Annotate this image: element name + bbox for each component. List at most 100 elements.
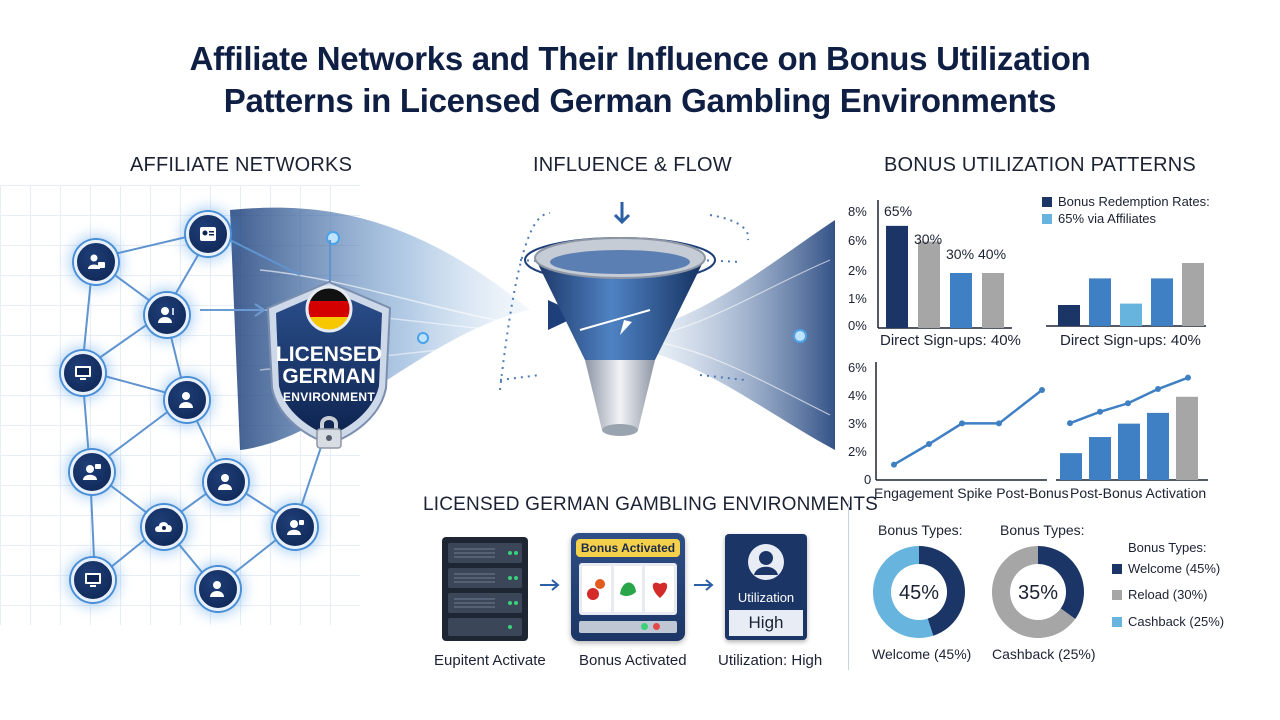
bar-value-label: 65% <box>884 203 912 219</box>
bar-value-label: 30% <box>914 231 942 247</box>
legend-item: Reload (30%) <box>1112 587 1208 602</box>
right-stream <box>610 220 835 450</box>
monitor-icon <box>75 366 91 380</box>
bar <box>1089 437 1111 480</box>
network-node <box>196 567 240 611</box>
server-rack-icon <box>442 537 528 641</box>
bar <box>1118 423 1140 480</box>
chart-caption: Engagement Spike Post-Bonus <box>874 485 1069 501</box>
y-tick: 0 <box>864 472 871 486</box>
legend-item: Welcome (45%) <box>1112 561 1220 576</box>
bar <box>1058 305 1080 326</box>
network-node <box>186 212 230 256</box>
status-light <box>653 623 660 630</box>
donut-center-label: 35% <box>1018 582 1058 604</box>
status-light <box>641 623 648 630</box>
legend-swatch <box>1112 589 1122 600</box>
data-point <box>1185 374 1191 381</box>
y-tick: 8% <box>848 204 867 219</box>
network-node <box>61 351 105 395</box>
y-tick: 2% <box>848 444 867 459</box>
divider <box>848 500 849 670</box>
user-icon <box>158 307 174 323</box>
shield-label: LICENSED GERMAN ENVIRONMENT <box>262 344 396 406</box>
step-caption: Eupitent Activate <box>434 652 546 669</box>
network-node <box>71 558 115 602</box>
influence-flow-heading: INFLUENCE & FLOW <box>533 154 732 176</box>
legend-label: Bonus Redemption Rates: <box>1058 194 1210 209</box>
y-tick: 2% <box>848 263 867 278</box>
user-avatar-icon <box>748 544 784 580</box>
bar-chart-affiliates <box>1046 263 1206 327</box>
bar <box>1060 453 1082 480</box>
legend-label: Welcome (45%) <box>1128 561 1221 576</box>
reel <box>613 566 643 612</box>
user-icon <box>218 474 232 490</box>
glow-dot <box>417 332 429 344</box>
user-icon <box>179 392 193 408</box>
bar <box>1120 303 1142 326</box>
donut-hole <box>1010 564 1066 620</box>
page-title: Affiliate Networks and Their Influence o… <box>0 38 1280 122</box>
network-node <box>142 505 186 549</box>
chart-caption: Direct Sign-ups: 40% <box>1060 332 1201 349</box>
data-point <box>1039 387 1045 393</box>
legend-label: Cashback (25%) <box>1128 614 1225 629</box>
network-node <box>145 293 189 337</box>
reel <box>582 566 611 612</box>
y-tick: 0% <box>848 318 867 333</box>
donut-chart-welcome: 45% <box>873 546 965 638</box>
licensed-shield <box>266 280 392 446</box>
step-caption: Bonus Activated <box>579 652 687 669</box>
monitor-icon <box>85 573 101 587</box>
data-point <box>1125 400 1131 407</box>
arrow-right-icon <box>694 579 714 591</box>
cloud-user-icon <box>155 522 172 532</box>
legend-title: Bonus Types: <box>1128 540 1207 555</box>
data-point <box>1155 386 1161 393</box>
slot-reels <box>579 563 677 615</box>
y-tick: 6% <box>848 360 867 375</box>
lock-icon <box>316 416 342 449</box>
data-point <box>1097 408 1103 415</box>
arrow-right-icon <box>540 579 560 591</box>
title-line-2: Patterns in Licensed German Gambling Env… <box>223 82 1057 119</box>
affiliate-networks-heading: AFFILIATE NETWORKS <box>130 154 353 176</box>
bar-chart-redemption: 8% 6% 2% 1% 0% 65% 30% 30% 40% <box>848 200 1012 333</box>
legend-item: Cashback (25%) <box>1112 614 1224 629</box>
user-group-icon <box>88 254 105 269</box>
donut-title: Bonus Types: <box>878 522 963 538</box>
leaf-icon <box>620 582 636 596</box>
german-flag-icon <box>305 285 353 333</box>
user-card-icon <box>200 227 216 241</box>
user-icon <box>210 581 224 597</box>
bonus-patterns-heading: BONUS UTILIZATION PATTERNS <box>884 154 1196 176</box>
donut-title: Bonus Types: <box>1000 522 1085 538</box>
bar-chart-activation <box>1056 374 1208 481</box>
legend-label: 65% via Affiliates <box>1058 211 1157 226</box>
network-node <box>204 460 248 504</box>
network-node <box>74 240 118 284</box>
y-tick: 6% <box>848 233 867 248</box>
utilization-card: Utilization High <box>725 534 807 640</box>
utilization-label: Utilization <box>737 590 795 605</box>
data-point <box>1067 420 1073 427</box>
chart-caption: Direct Sign-ups: 40% <box>880 332 1021 349</box>
y-tick: 3% <box>848 416 867 431</box>
network-node <box>70 450 114 494</box>
data-point <box>926 441 932 447</box>
data-point <box>959 420 965 427</box>
bar <box>950 273 972 328</box>
title-line-1: Affiliate Networks and Their Influence o… <box>189 40 1091 77</box>
legend-label: Reload (30%) <box>1128 587 1208 602</box>
legend-item: Bonus Redemption Rates: <box>1042 194 1210 209</box>
glow-dot <box>793 329 807 343</box>
donut-hole <box>891 564 947 620</box>
series-line <box>1069 376 1189 425</box>
bar <box>1176 396 1198 480</box>
environments-heading: LICENSED GERMAN GAMBLING ENVIRONMENTS <box>423 494 879 515</box>
shield-line-2: GERMAN <box>282 365 376 388</box>
data-point <box>891 461 897 468</box>
shield-line-3: ENVIRONMENT <box>283 390 375 404</box>
user-chat-icon <box>83 464 101 480</box>
